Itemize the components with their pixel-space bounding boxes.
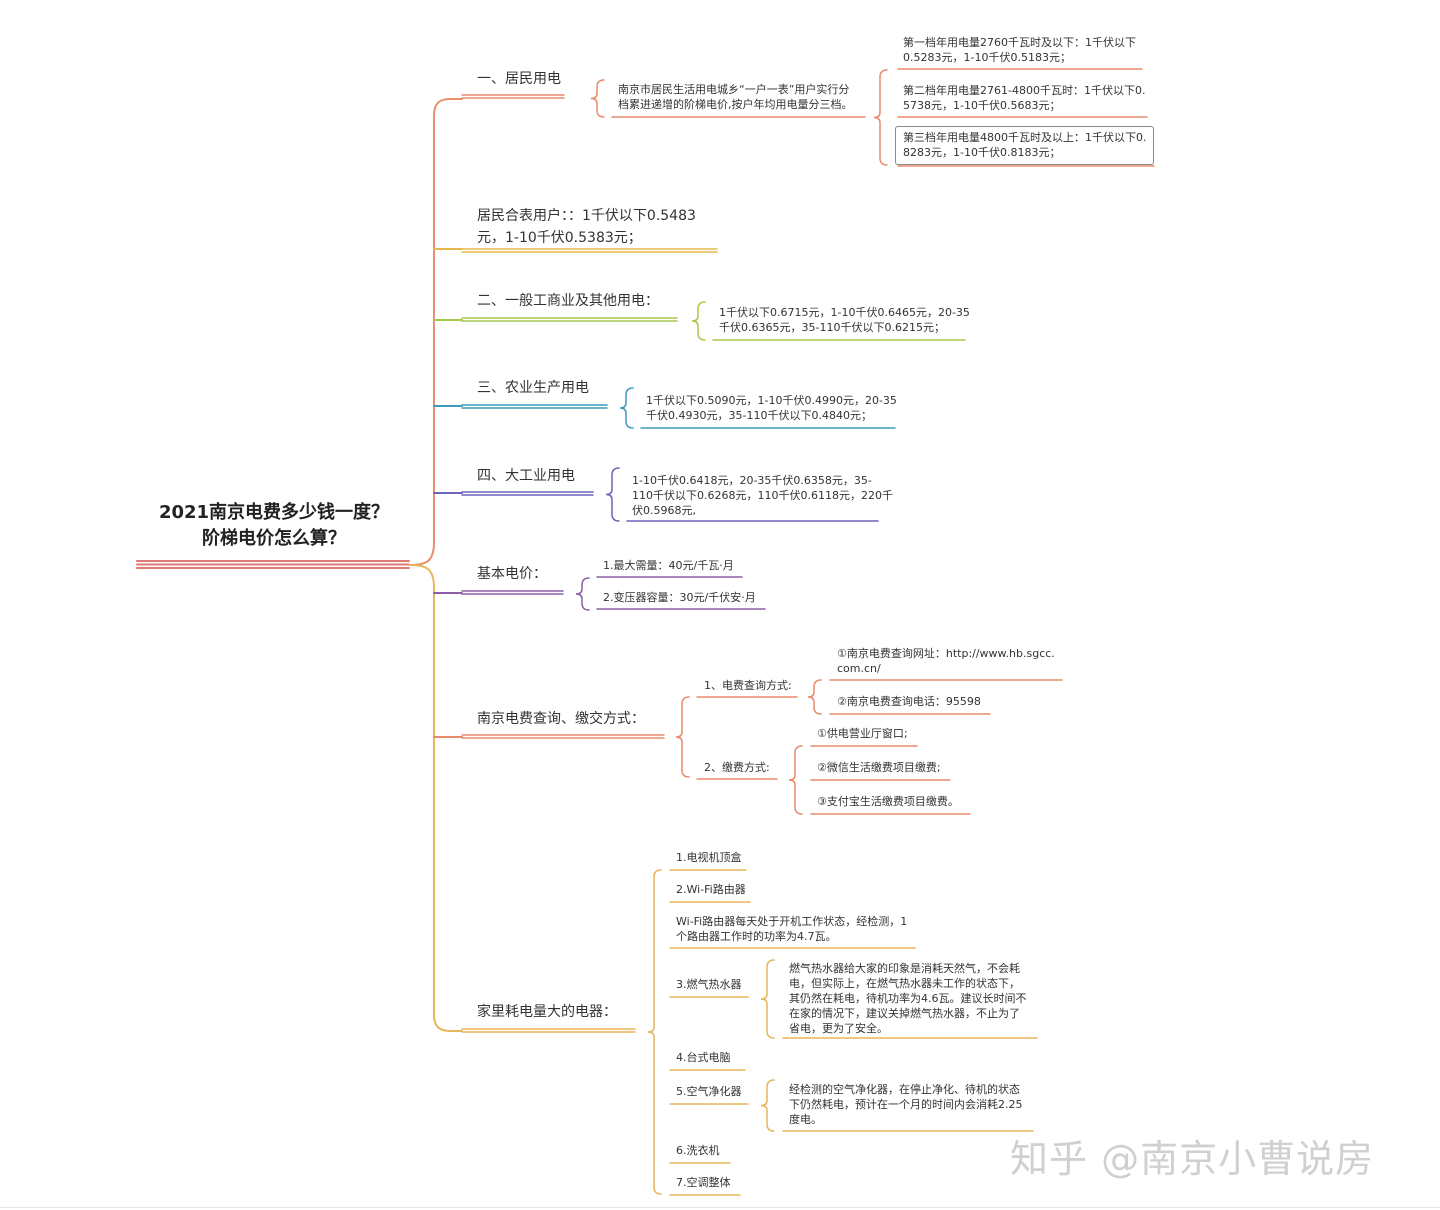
- branch-basic-price[interactable]: 基本电价：: [477, 566, 547, 582]
- basic-item-transformer[interactable]: 2.变压器容量：30元/千伏安·月: [603, 591, 756, 604]
- branch-shared-meter[interactable]: 居民合表用户：：1千伏以下0.5483 元，1-10千伏0.5383元；: [477, 208, 696, 246]
- basic-item-demand[interactable]: 1.最大需量：40元/千瓦·月: [603, 559, 734, 572]
- appliance-wifi-router[interactable]: 2.Wi-Fi路由器: [676, 883, 746, 896]
- brace-agriculture: [619, 387, 634, 429]
- trunk-bottom: [409, 564, 451, 1032]
- residential-summary[interactable]: 南京市居民生活用电城乡“一户一表”用户实行分 档累进递增的阶梯电价,按户年均用电…: [618, 83, 853, 111]
- brace-appliances: [647, 869, 662, 1195]
- appliance-desktop-pc[interactable]: 4.台式电脑: [676, 1051, 731, 1064]
- appliance-settop-box[interactable]: 1.电视机顶盒: [676, 851, 742, 864]
- trunk-top: [409, 98, 451, 566]
- appliance-washing-machine[interactable]: 6.洗衣机: [676, 1144, 720, 1157]
- residential-tier-1[interactable]: 第一档年用电量2760千瓦时及以下：1千伏以下 0.5283元，1-10千伏0.…: [903, 36, 1136, 64]
- brace-residential: [590, 79, 605, 118]
- brace-query: [675, 696, 690, 778]
- payment-method-label[interactable]: 2、缴费方式:: [704, 761, 770, 774]
- zhihu-watermark: 知乎 @南京小曹说房: [1010, 1137, 1375, 1181]
- appliance-air-conditioner[interactable]: 7.空调整体: [676, 1176, 731, 1189]
- bottom-divider: [0, 1207, 1440, 1208]
- brace-query-items: [807, 679, 822, 715]
- query-method-label[interactable]: 1、电费查询方式:: [704, 679, 792, 692]
- branch-agriculture[interactable]: 三、农业生产用电: [477, 380, 589, 396]
- brace-heater-note: [760, 959, 775, 1039]
- branch-appliances[interactable]: 家里耗电量大的电器：: [477, 1004, 617, 1020]
- industry-detail[interactable]: 1-10千伏0.6418元，20-35千伏0.6358元，35- 110千伏以下…: [632, 474, 893, 517]
- residential-tier-3[interactable]: 第三档年用电量4800千瓦时及以上：1千伏以下0. 8283元，1-10千伏0.…: [895, 126, 1154, 165]
- appliance-wifi-note[interactable]: Wi-Fi路由器每天处于开机工作状态，经检测，1 个路由器工作时的功率为4.7瓦…: [676, 915, 908, 943]
- brace-basic: [575, 577, 590, 611]
- brace-residential-tiers: [873, 69, 888, 166]
- brace-commercial: [691, 301, 706, 341]
- query-website[interactable]: ①南京电费查询网址：http://www.hb.sgcc. com.cn/: [837, 647, 1055, 675]
- payment-wechat[interactable]: ②微信生活缴费项目缴费;: [817, 761, 941, 774]
- brace-purifier-note: [760, 1079, 775, 1132]
- branch-residential[interactable]: 一、居民用电: [477, 71, 561, 87]
- branch-commercial[interactable]: 二、一般工商业及其他用电：: [477, 293, 659, 309]
- agriculture-detail[interactable]: 1千伏以下0.5090元，1-10千伏0.4990元，20-35 千伏0.493…: [646, 394, 897, 422]
- air-purifier-note[interactable]: 经检测的空气净化器，在停止净化、待机的状态 下仍然耗电，预计在一个月的时间内会消…: [789, 1083, 1023, 1126]
- root-title[interactable]: 2021南京电费多少钱一度？ 阶梯电价怎么算？: [158, 502, 390, 549]
- residential-tier-2[interactable]: 第二档年用电量2761-4800千瓦时：1千伏以下0. 5738元，1-10千伏…: [903, 84, 1146, 112]
- commercial-detail[interactable]: 1千伏以下0.6715元，1-10千伏0.6465元，20-35 千伏0.636…: [719, 306, 970, 334]
- branch-industry[interactable]: 四、大工业用电: [477, 468, 575, 484]
- appliance-air-purifier[interactable]: 5.空气净化器: [676, 1085, 742, 1098]
- payment-alipay[interactable]: ③支付宝生活缴费项目缴费。: [817, 795, 959, 808]
- appliance-gas-heater[interactable]: 3.燃气热水器: [676, 978, 742, 991]
- gas-heater-note[interactable]: 燃气热水器给大家的印象是消耗天然气，不会耗 电，但实际上，在燃气热水器未工作的状…: [789, 962, 1027, 1035]
- payment-counter[interactable]: ①供电营业厅窗口;: [817, 727, 908, 740]
- brace-pay-items: [788, 745, 803, 815]
- branch-query-payment[interactable]: 南京电费查询、缴交方式：: [477, 711, 645, 727]
- brace-industry: [605, 467, 620, 522]
- query-phone[interactable]: ②南京电费查询电话：95598: [837, 695, 981, 708]
